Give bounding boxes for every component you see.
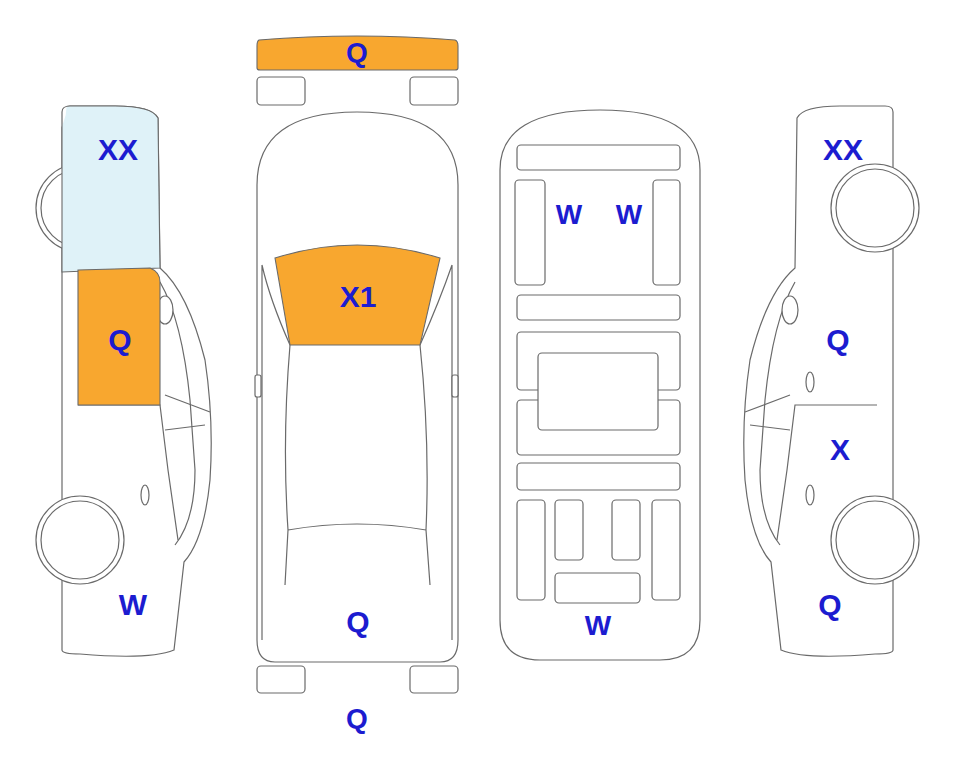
damage-code: Q — [818, 590, 841, 620]
side-body — [62, 106, 211, 656]
panel-outline — [275, 245, 440, 345]
damage-code: W — [616, 201, 642, 229]
panel-shape — [66, 483, 184, 656]
fender-panel: XX — [58, 102, 164, 276]
quarter-panel: W — [66, 483, 184, 656]
light — [257, 77, 305, 105]
panel-outline — [70, 487, 180, 652]
mirror — [255, 375, 261, 397]
door-panel: Q — [791, 264, 881, 409]
panel-outline — [550, 180, 588, 250]
panel-outline — [795, 268, 877, 405]
panel-outline — [517, 611, 680, 641]
damage-code: X1 — [340, 282, 377, 312]
panel-outline — [795, 106, 893, 272]
panel-outline — [257, 703, 457, 735]
damage-code: W — [585, 612, 611, 640]
underbody-part — [612, 500, 640, 560]
door-panel: Q — [74, 264, 164, 409]
underbody-view — [500, 110, 700, 660]
bumper-panel: Q — [254, 700, 460, 738]
windshield-panel: X1 — [270, 240, 445, 350]
underbody-part — [517, 500, 545, 600]
door-handle — [141, 485, 149, 505]
damage-code: Q — [826, 325, 849, 355]
side-view — [36, 106, 211, 656]
damage-code: W — [119, 590, 147, 620]
panel-shape — [791, 102, 897, 276]
panel-shape — [58, 102, 164, 276]
underbody-part — [538, 353, 658, 430]
damage-code: Q — [346, 705, 368, 733]
underbody-part — [555, 500, 583, 560]
bumper-panel: Q — [254, 30, 462, 74]
damage-code: W — [556, 201, 582, 229]
light — [410, 666, 458, 693]
top-view — [255, 77, 458, 693]
damage-code: X — [830, 435, 850, 465]
damage-code: XX — [98, 135, 138, 165]
underbody-part — [653, 180, 680, 285]
underbody-panel: W — [548, 178, 590, 252]
side-sill — [165, 395, 210, 430]
underbody-part — [517, 295, 680, 320]
underbody-part — [555, 573, 640, 603]
damage-code: Q — [346, 39, 368, 67]
panel-outline — [257, 36, 458, 70]
panel-outline — [78, 268, 160, 405]
panel-shape — [771, 483, 889, 656]
underbody-part — [517, 145, 680, 170]
underbody-part — [652, 500, 680, 600]
side-view-mirrored — [744, 106, 919, 656]
damage-code: Q — [346, 607, 369, 637]
panel-outline — [610, 180, 648, 250]
light — [257, 666, 305, 693]
panel-outline — [775, 487, 885, 652]
trunk-panel: Q — [256, 581, 459, 666]
quarter-panel: Q — [771, 483, 889, 656]
panel-outline — [62, 106, 160, 272]
underbody-panel: W — [515, 609, 682, 643]
damage-code: XX — [823, 135, 863, 165]
underbody-part — [517, 463, 680, 490]
top-body — [257, 112, 458, 662]
underbody-panel: W — [608, 178, 650, 252]
underbody-part — [515, 180, 545, 285]
light — [410, 77, 458, 105]
panel-outline — [260, 585, 455, 662]
mirror — [452, 375, 458, 397]
fender-panel: XX — [791, 102, 897, 276]
damage-code: Q — [108, 325, 131, 355]
underbody-outline — [500, 110, 700, 660]
